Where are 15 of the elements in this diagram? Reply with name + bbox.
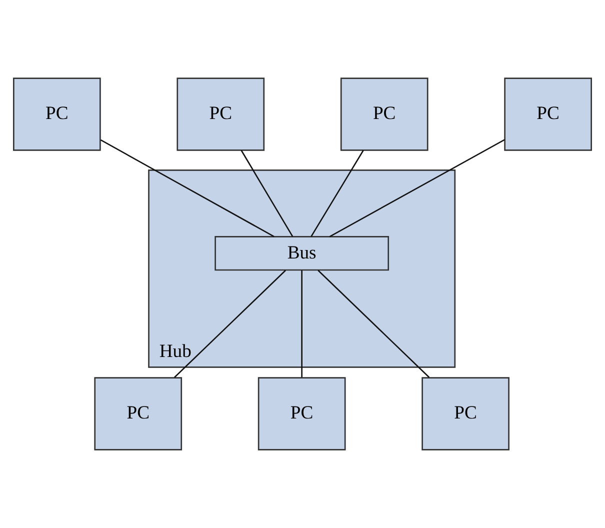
node-box: PC bbox=[176, 78, 265, 151]
node-box: PC bbox=[13, 78, 101, 151]
node-box: PC bbox=[422, 377, 510, 450]
connector bbox=[100, 139, 274, 238]
node-box: PC bbox=[504, 78, 592, 151]
node-box: Bus bbox=[214, 236, 390, 271]
connector bbox=[310, 150, 364, 237]
connector bbox=[318, 270, 430, 378]
connector bbox=[329, 139, 505, 238]
connector bbox=[240, 150, 294, 237]
connector bbox=[301, 270, 302, 378]
node-box: PC bbox=[340, 78, 428, 151]
connector bbox=[174, 270, 286, 378]
node-box: PC bbox=[94, 377, 182, 450]
node-box: PC bbox=[258, 377, 346, 450]
